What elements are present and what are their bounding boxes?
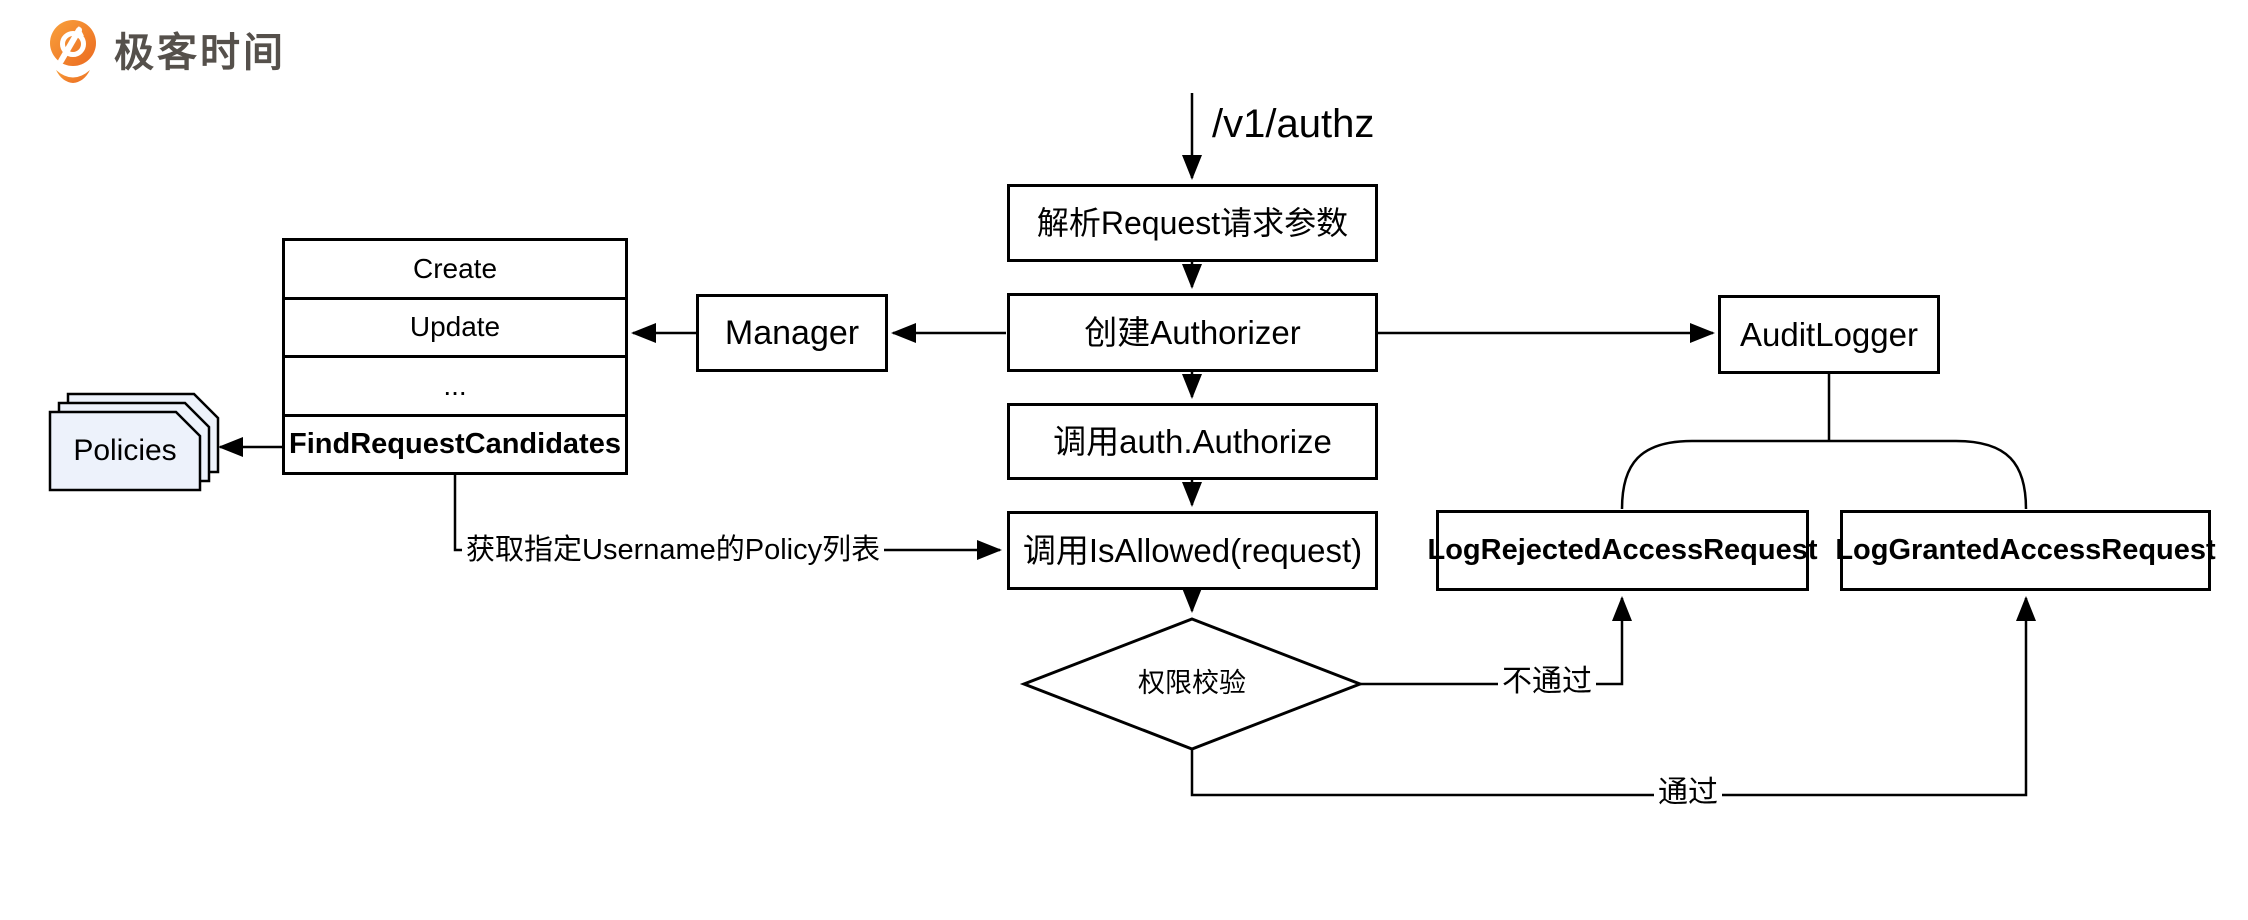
method-row-findrequestcandidates: FindRequestCandidates [289,427,621,460]
node-create-authorizer: 创建Authorizer [1007,293,1378,372]
decision-diamond [1019,617,1365,751]
node-call-authorize: 调用auth.Authorize [1007,403,1378,480]
granted-edge-label: 通过 [1654,771,1722,815]
node-manager: Manager [696,294,888,372]
edge-rejected-path [1360,596,1632,686]
node-log-granted: LogGrantedAccessRequest [1835,510,2216,591]
rejected-edge-label: 不通过 [1498,660,1596,704]
geektime-logo: 极客时间 [46,18,286,88]
decision-diamond-label: 权限校验 [1138,668,1246,698]
geektime-logo-icon [50,20,96,83]
node-parse-request: 解析Request请求参数 [1007,184,1378,262]
entry-endpoint-label: /v1/authz [1212,102,1375,146]
auditlogger-brace [1620,439,2028,510]
node-auditlogger: AuditLogger [1718,295,1940,374]
geektime-logo-text: 极客时间 [114,31,286,75]
policies-stack [48,392,220,492]
method-row-create: Create [285,241,625,300]
method-row-ellipsis: ... [285,358,625,417]
node-log-rejected: LogRejectedAccessRequest [1427,510,1818,591]
method-row-update: Update [285,300,625,358]
policies-stack-label: Policies [73,434,177,467]
fetch-policies-edge-label: 获取指定Username的Policy列表 [462,529,885,571]
edge-granted-path [1190,596,2036,797]
manager-methods-table: Create Update ... FindRequestCandidates [282,238,628,475]
policies-card-front [48,410,202,492]
node-call-isallowed: 调用IsAllowed(request) [1007,511,1378,590]
